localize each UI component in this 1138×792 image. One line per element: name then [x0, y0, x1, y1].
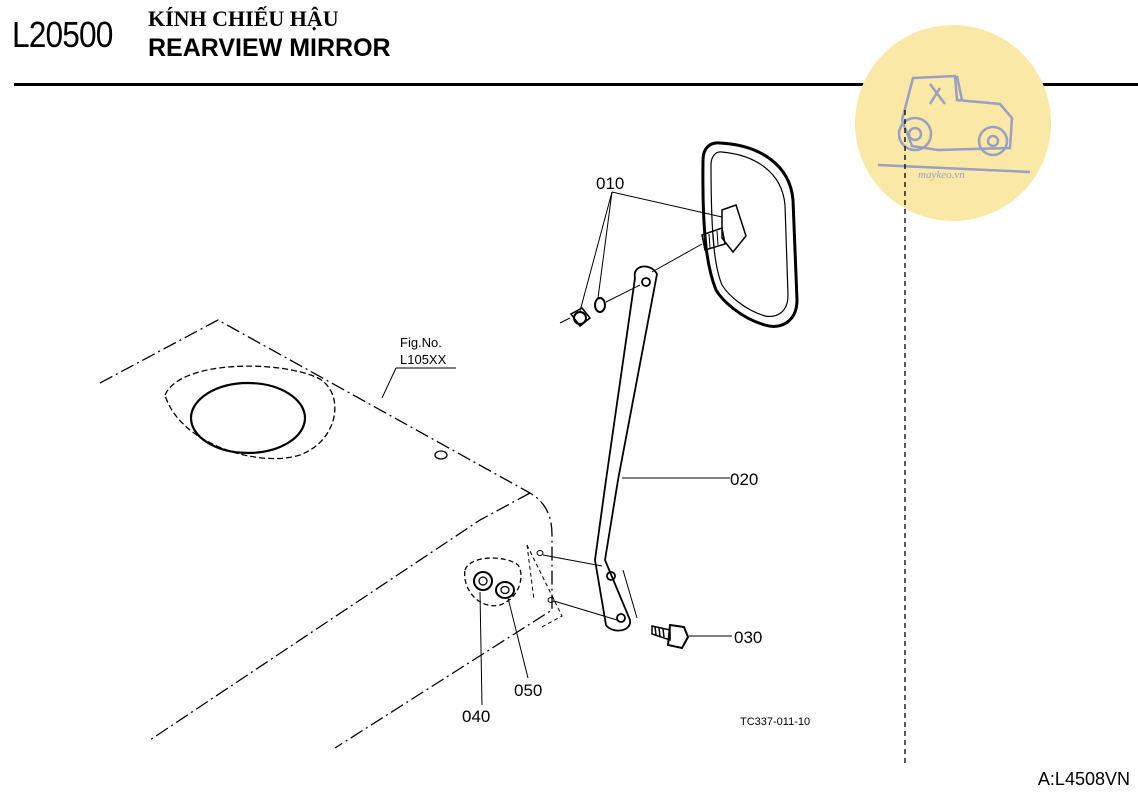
mounting-plate — [526, 544, 618, 629]
part-number-040: 040 — [462, 707, 490, 726]
fender-outline — [99, 319, 553, 749]
page-header: L20500 KÍNH CHIẾU HẬU REARVIEW MIRROR — [0, 0, 1138, 90]
part-number-020: 020 — [730, 470, 758, 489]
part-number-030: 030 — [734, 628, 762, 647]
fig-label: Fig.No. — [400, 335, 442, 350]
section-code: L20500 — [12, 14, 113, 55]
title-english: REARVIEW MIRROR — [148, 34, 391, 62]
fender-opening — [164, 365, 336, 460]
watermark-circle — [855, 25, 1051, 221]
mirror-stay-arm — [594, 265, 658, 632]
page-reference: A:L4508VN — [1037, 769, 1130, 789]
fig-code: L105XX — [400, 352, 447, 367]
fender-nut-recess — [464, 557, 522, 607]
part-number-050: 050 — [514, 681, 542, 700]
drawing-code: TC337-011-10 — [740, 716, 810, 728]
fender-hole — [434, 450, 448, 460]
leader-lines — [479, 191, 732, 706]
mounting-bolt — [651, 623, 690, 650]
title-vietnamese: KÍNH CHIẾU HẬU — [148, 6, 339, 31]
watermark-badge: maykeo.vn — [855, 25, 1051, 221]
tractor-icon — [877, 74, 1031, 174]
watermark-text: maykeo.vn — [918, 169, 965, 181]
mirror-nut-washer — [559, 284, 641, 328]
part-number-010: 010 — [596, 174, 624, 193]
rearview-mirror — [651, 141, 799, 328]
header-rule — [14, 83, 1138, 86]
fig-reference: Fig.No. L105XX — [381, 335, 456, 399]
